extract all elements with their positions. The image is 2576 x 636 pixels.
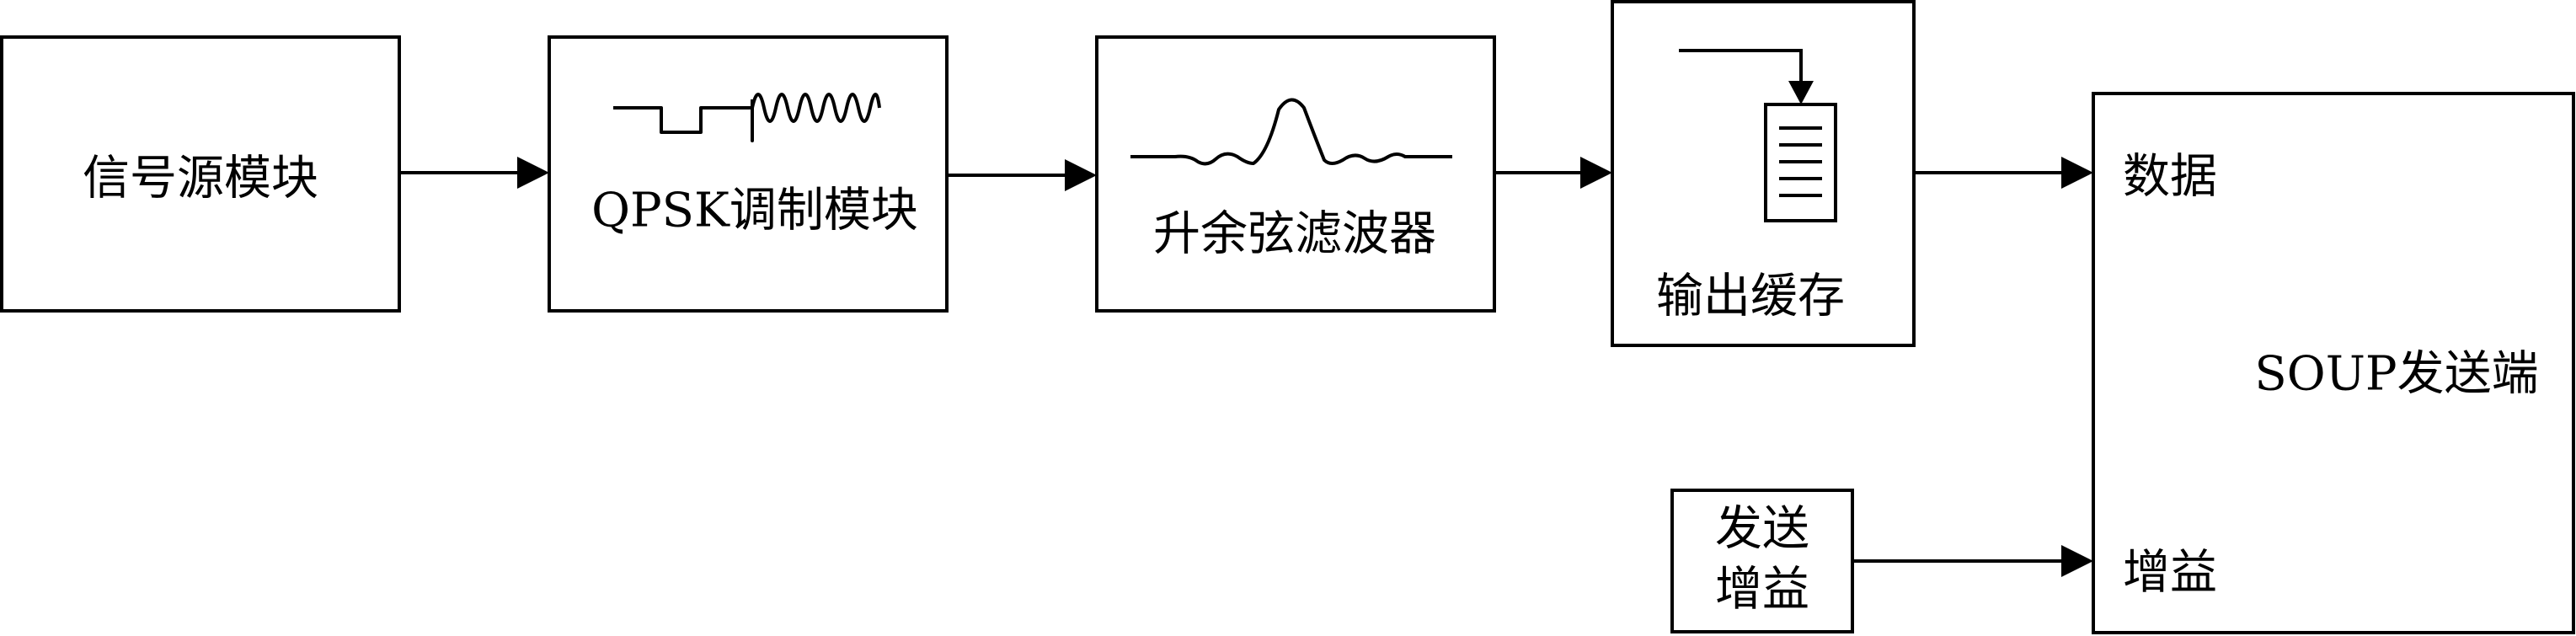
- qpsk-modulation-block: QPSK调制模块: [548, 35, 949, 313]
- transmit-gain-box: [1670, 489, 1854, 633]
- square-wave-to-sine-icon: [613, 93, 881, 142]
- qpsk-modulation-label: QPSK调制模块: [591, 184, 918, 238]
- arrow-source-to-qpsk: [399, 157, 549, 189]
- output-buffer-box: [1611, 0, 1916, 347]
- qpsk-modulation-box: [548, 35, 949, 313]
- output-buffer-label: 输出缓存: [1656, 270, 1845, 324]
- buffer-document-icon: [1679, 49, 1837, 222]
- signal-source-label: 信号源模块: [83, 152, 318, 206]
- signal-source-block: 信号源模块: [0, 35, 401, 313]
- gain-port-label: 增益: [2123, 546, 2217, 601]
- soup-transmitter-box: [2092, 92, 2575, 634]
- arrow-qpsk-to-filter: [947, 159, 1097, 191]
- arrow-gain-to-soup-gain: [1852, 545, 2093, 577]
- soup-transmitter-label: SOUP发送端: [2254, 347, 2538, 402]
- raised-cosine-pulse-icon: [1130, 98, 1452, 166]
- data-port-label: 数据: [2123, 150, 2217, 205]
- soup-transmitter-block: 数据 SOUP发送端 增益: [2092, 92, 2575, 634]
- transmit-gain-label-line2: 增益: [1715, 563, 1809, 617]
- arrow-filter-to-buffer: [1494, 157, 1612, 189]
- transmit-gain-block: 发送 增益: [1670, 489, 1854, 633]
- transmit-gain-label-line1: 发送: [1715, 502, 1809, 557]
- raised-cosine-filter-label: 升余弦滤波器: [1153, 207, 1436, 262]
- output-buffer-block: 输出缓存: [1611, 0, 1916, 347]
- raised-cosine-filter-box: [1095, 35, 1496, 313]
- raised-cosine-filter-block: 升余弦滤波器: [1095, 35, 1496, 313]
- arrow-buffer-to-soup-data: [1914, 157, 2093, 189]
- signal-source-box: [0, 35, 401, 313]
